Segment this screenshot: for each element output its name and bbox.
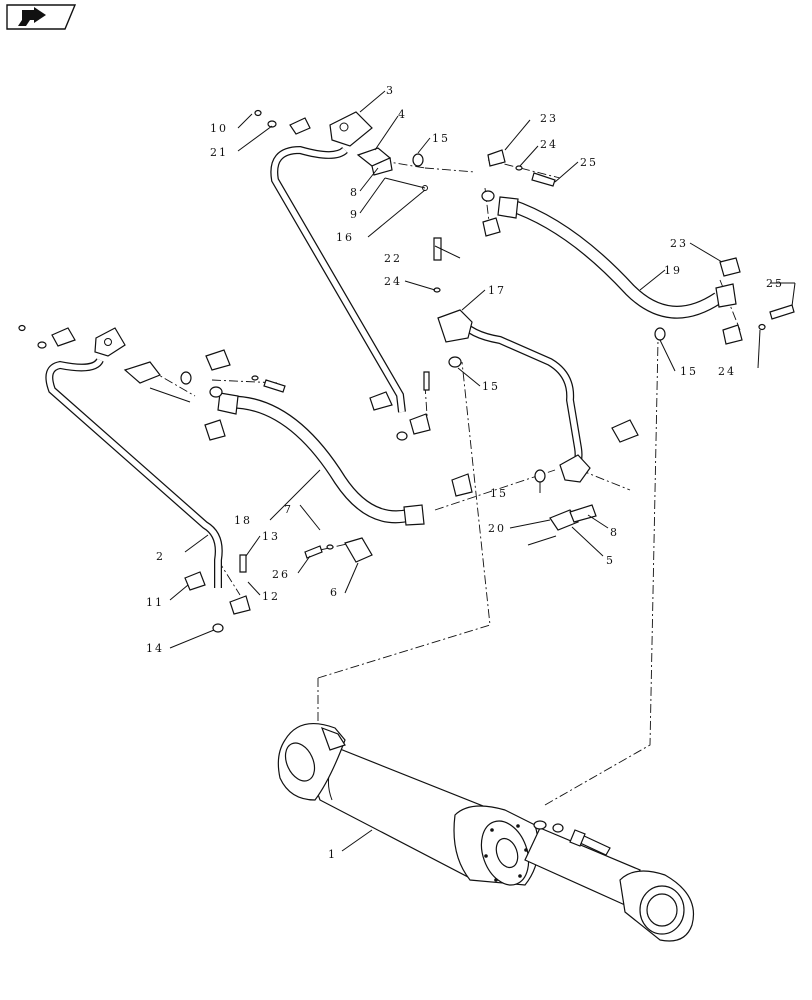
rigid-tube-17 xyxy=(456,317,583,472)
callout-24-mid: 24 xyxy=(384,275,402,288)
callout-6: 6 xyxy=(330,586,339,599)
callout-24-right: 24 xyxy=(718,365,736,378)
callout-25-right: 25 xyxy=(766,277,784,290)
hydraulic-cylinder xyxy=(277,722,695,942)
leader-lines xyxy=(169,90,796,852)
hose-19 xyxy=(497,196,737,319)
callout-19: 19 xyxy=(664,264,682,277)
callout-17: 17 xyxy=(488,284,506,297)
callout-5: 5 xyxy=(606,554,615,567)
callout-24-top: 24 xyxy=(540,138,558,151)
callout-15-right: 15 xyxy=(680,365,698,378)
callout-8-right: 8 xyxy=(610,526,619,539)
callout-10: 10 xyxy=(210,122,228,135)
callout-12: 12 xyxy=(262,590,280,603)
callout-labels: 1 2 3 4 5 6 7 8 8 9 10 11 12 13 14 15 15… xyxy=(146,84,784,861)
callout-16: 16 xyxy=(336,231,354,244)
callout-11: 11 xyxy=(146,596,164,609)
callout-25-top: 25 xyxy=(580,156,598,169)
callout-1: 1 xyxy=(328,848,337,861)
callout-14: 14 xyxy=(146,642,164,655)
callout-15-mid: 15 xyxy=(482,380,500,393)
callout-23-right: 23 xyxy=(670,237,688,250)
next-page-arrow-icon xyxy=(18,7,46,26)
rigid-tube-2 xyxy=(45,357,223,588)
callout-2: 2 xyxy=(156,550,165,563)
center-lines xyxy=(149,157,741,806)
small-parts xyxy=(18,109,795,633)
callout-15-top: 15 xyxy=(432,132,450,145)
callout-26: 26 xyxy=(272,568,290,581)
next-page-button[interactable] xyxy=(6,4,76,30)
callout-4: 4 xyxy=(398,108,407,121)
callout-8-top: 8 xyxy=(350,186,359,199)
callout-22: 22 xyxy=(384,252,402,265)
callout-18: 18 xyxy=(234,514,252,527)
callout-15-lower: 15 xyxy=(490,487,508,500)
callout-23-top: 23 xyxy=(540,112,558,125)
callout-13: 13 xyxy=(262,530,280,543)
callout-20: 20 xyxy=(488,522,506,535)
callout-9: 9 xyxy=(350,208,359,221)
rigid-tube-upper xyxy=(270,145,406,413)
hose-18 xyxy=(217,392,425,526)
callout-3: 3 xyxy=(386,84,395,97)
callout-21: 21 xyxy=(210,146,228,159)
callout-7: 7 xyxy=(284,503,293,516)
